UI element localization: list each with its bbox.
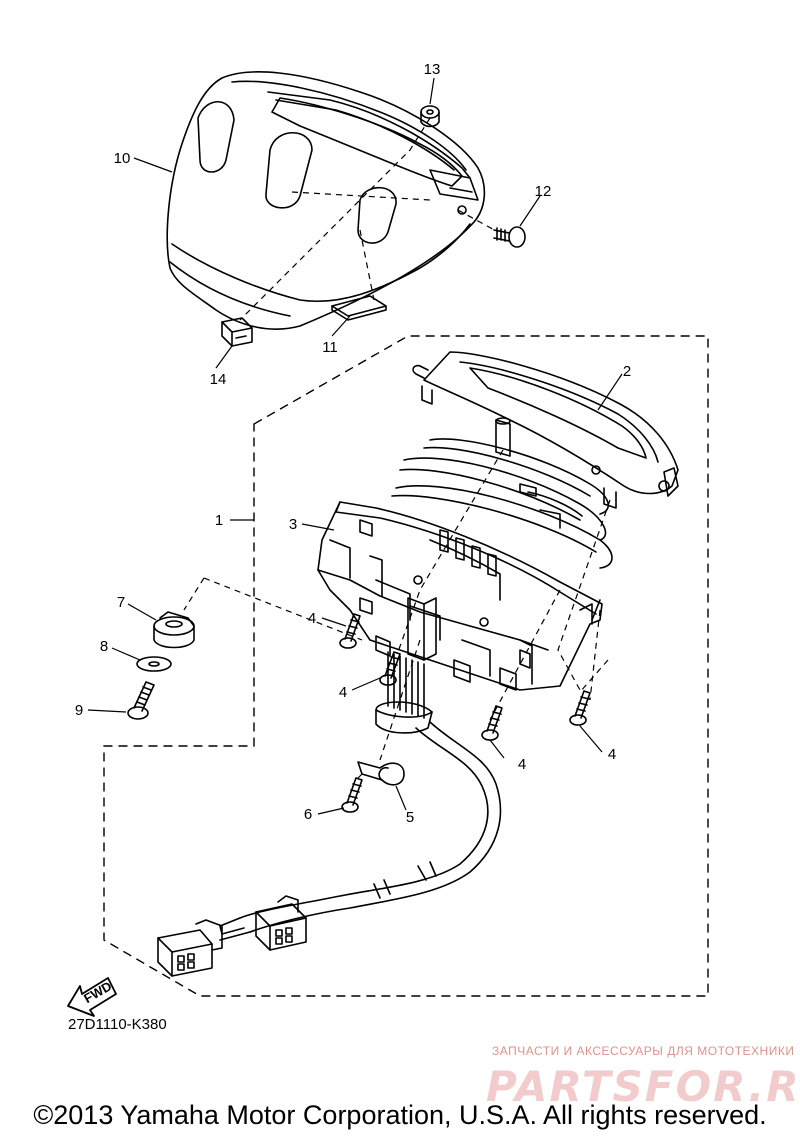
clip-14 [221,317,253,347]
callout-3: 3 [289,516,297,533]
bolt-9 [127,681,155,720]
callout-labels: 13 10 12 11 14 2 1 3 7 4 8 4 9 4 4 6 5 [75,61,631,826]
watermark-tagline: ЗАПЧАСТИ И АКСЕССУАРЫ ДЛЯ МОТОТЕХНИКИ [492,1044,795,1058]
screw-12 [493,226,526,248]
screw-6 [341,777,363,813]
wire-harness [219,721,502,941]
callout-7: 7 [117,594,125,611]
copyright-notice: ©2013 Yamaha Motor Corporation, U.S.A. A… [33,1100,767,1130]
connector-left [157,919,223,977]
diagram-part-code: 27D1110-K380 [68,1016,167,1033]
callout-12: 12 [535,183,552,200]
callout-14: 14 [210,371,227,388]
callout-4-b: 4 [339,684,347,701]
meter-case-top [412,351,679,621]
callout-2: 2 [623,363,631,380]
callout-4-c: 4 [518,756,526,773]
meter-board-layers [391,438,613,569]
leader-lines [87,77,623,815]
callout-13: 13 [424,61,441,78]
guide-lines [183,117,611,781]
screw-4-d [569,690,591,726]
grommet-13 [420,105,440,128]
screw-4-b [379,651,401,686]
meter-case-bottom [317,501,603,691]
clamp-5 [357,761,405,786]
callout-8: 8 [100,638,108,655]
callout-1: 1 [215,512,223,529]
callout-10: 10 [114,150,131,167]
callout-4-d: 4 [608,746,616,763]
bushing-7 [153,611,195,649]
callout-5: 5 [406,809,414,826]
fwd-arrow-icon [67,977,117,1017]
screw-4-c [481,705,503,741]
meter-cover [166,71,486,330]
callout-4-a: 4 [308,610,316,627]
watermark-logo: PARTSFOR.RU [486,1062,800,1111]
washer-8 [136,656,172,672]
meter-connector [375,597,437,734]
assembly-boundary [103,335,709,997]
connector-right [255,895,307,951]
callout-11: 11 [322,339,338,356]
callout-6: 6 [304,806,312,823]
pad-11 [331,295,387,321]
callout-9: 9 [75,702,83,719]
